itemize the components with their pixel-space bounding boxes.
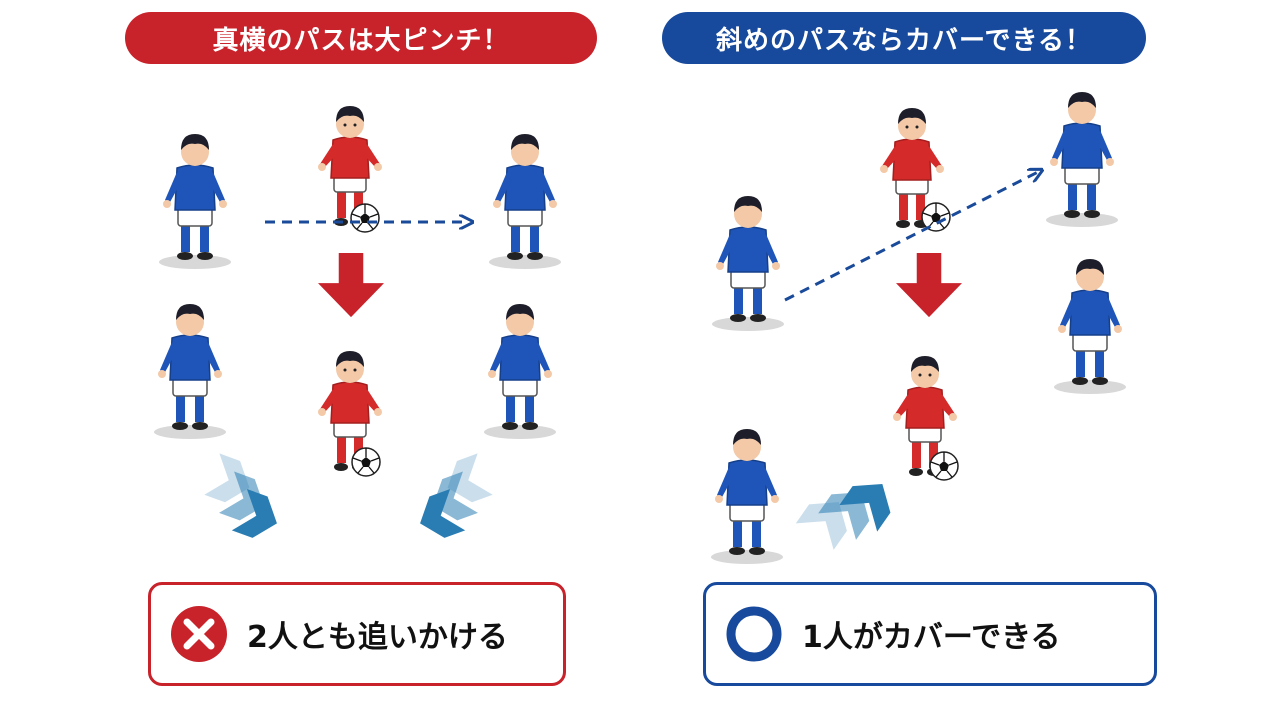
- right-result-box: 1人がカバーできる: [703, 582, 1157, 686]
- blue-player-top-right: [1045, 91, 1119, 228]
- blue-player-right: [1053, 258, 1127, 395]
- right-result-text: 1人がカバーできる: [802, 620, 1061, 655]
- chevron-down-left-icon: [404, 453, 501, 545]
- ball-bottom: [929, 451, 959, 481]
- ball-top: [921, 202, 951, 232]
- blue-player-bottom-right: [483, 303, 557, 440]
- right-scene: [710, 91, 1127, 565]
- blue-player-bottom-left: [153, 303, 227, 440]
- chevron-up-right-icon: [795, 456, 902, 565]
- ball-bottom: [351, 447, 381, 477]
- left-panel: 真横のパスは大ピンチ！ 2人とも追いかける: [125, 12, 597, 686]
- left-result-text: 2人とも追いかける: [247, 620, 508, 655]
- blue-player-bottom-left: [710, 428, 784, 565]
- down-arrow-icon: [318, 253, 384, 318]
- right-title: 斜めのパスならカバーできる！: [662, 12, 1146, 64]
- left-result-box: 2人とも追いかける: [148, 582, 566, 686]
- circle-icon: [726, 606, 782, 662]
- left-title: 真横のパスは大ピンチ！: [125, 12, 597, 64]
- down-arrow-icon: [896, 253, 962, 318]
- blue-player-top-right: [488, 133, 562, 270]
- chevron-down-right-icon: [196, 453, 293, 545]
- diagonal-pass-line: [784, 172, 1038, 302]
- right-panel: 斜めのパスならカバーできる！ 1人がカバーできる: [640, 0, 1280, 720]
- ball-top: [350, 203, 380, 233]
- cross-icon: [171, 606, 227, 662]
- blue-player-top-left: [158, 133, 232, 270]
- blue-player-left: [711, 195, 785, 332]
